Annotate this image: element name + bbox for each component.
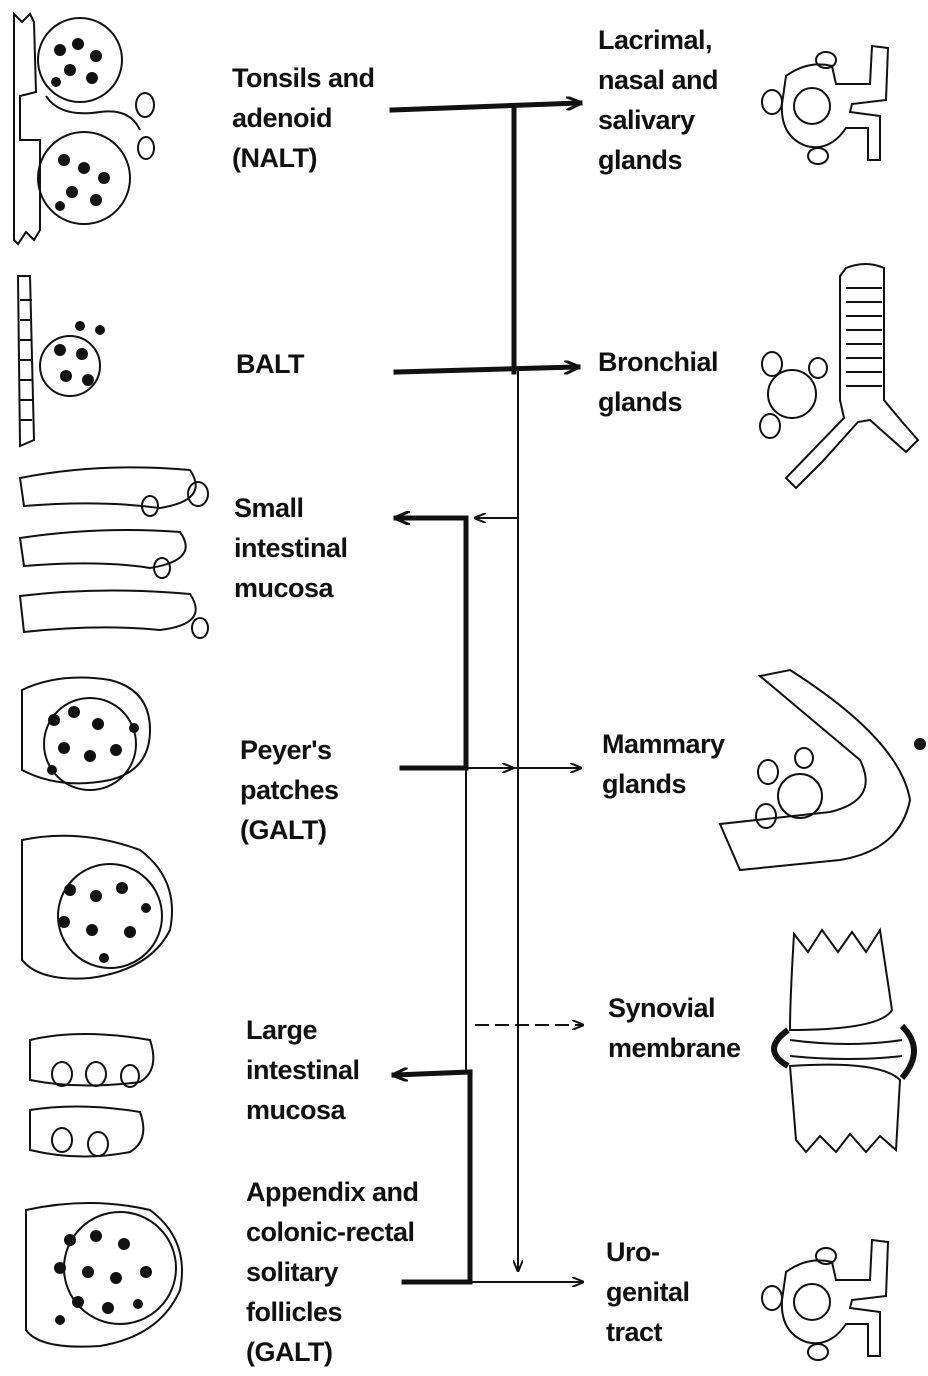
balt-illustration [18,276,100,446]
arrow-nalt-to-lacrimal [392,103,580,110]
label-balt: BALT [236,344,304,384]
urogenital-gland-illustration [762,1240,888,1360]
arrow-balt-to-bronchial [396,367,578,372]
appendix-cells [54,1230,152,1325]
label-lacrimal-glands: Lacrimal, nasal and salivary glands [598,20,718,180]
arrow-to-large-intestine [394,1072,470,1075]
tonsil-cells [51,38,110,211]
label-synovial-membrane: Synovial membrane [608,988,741,1068]
label-large-intestinal-mucosa: Large intestinal mucosa [246,1010,360,1130]
appendix-illustration [26,1203,182,1347]
nipple-dot [914,738,926,750]
label-tonsils-nalt: Tonsils and adenoid (NALT) [232,58,375,178]
label-mammary-glands: Mammary glands [602,724,725,804]
small-intestine-illustration [20,467,208,638]
arrow-network [392,103,582,1282]
lacrimal-gland-illustration [762,46,888,164]
label-small-intestinal-mucosa: Small intestinal mucosa [234,488,348,608]
tonsil-illustration [14,14,154,244]
label-appendix-galt: Appendix and colonic-rectal solitary fol… [246,1172,419,1372]
mammary-gland-illustration [720,670,910,870]
label-urogenital-tract: Uro- genital tract [606,1232,690,1352]
large-intestine-illustration [30,1034,153,1157]
bronchial-gland-illustration [760,264,918,488]
label-peyers-patches: Peyer's patches (GALT) [240,730,339,850]
label-bronchial-glands: Bronchial glands [598,342,718,422]
synovial-joint-illustration [774,930,914,1152]
